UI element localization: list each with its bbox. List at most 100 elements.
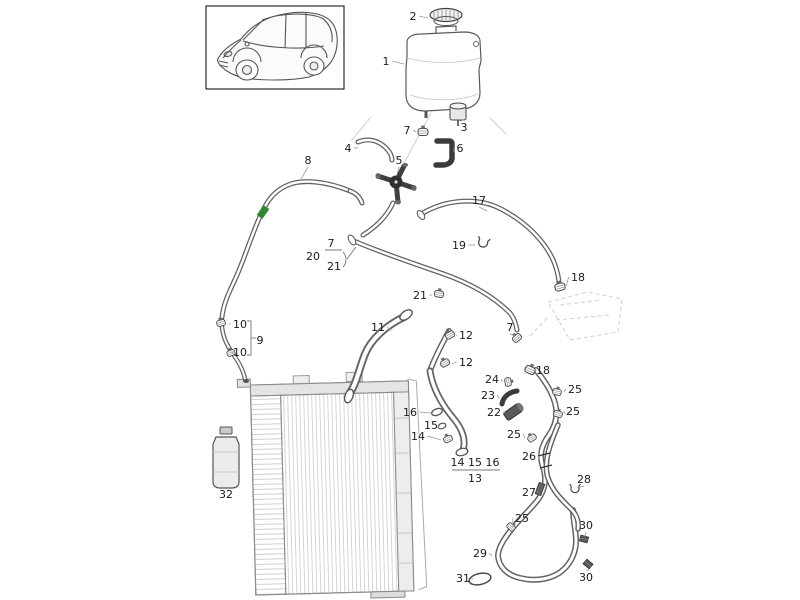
- part-label-11-18[interactable]: 11: [371, 321, 392, 334]
- part-number-text: 21: [413, 289, 427, 302]
- bracket-27[interactable]: [534, 481, 546, 497]
- part-number-text: 31: [456, 572, 470, 585]
- clamp-24[interactable]: [503, 376, 515, 388]
- leader-line: [437, 424, 441, 428]
- part-label-22-27[interactable]: 22: [487, 406, 506, 419]
- part-label-14-15-16-33[interactable]: 14 15 16: [451, 456, 500, 469]
- label-bracket-7-20-21: [325, 246, 357, 268]
- part-label-12-19[interactable]: 12: [456, 329, 473, 342]
- part-label-14-30[interactable]: 14: [411, 430, 442, 443]
- part-label-30-39[interactable]: 30: [579, 519, 593, 538]
- part-number-text: 14: [411, 430, 425, 443]
- part-label-9-16[interactable]: 9: [257, 334, 264, 347]
- leader-line: [412, 129, 417, 133]
- gasket-31[interactable]: [468, 571, 492, 586]
- clamp-7a[interactable]: [417, 125, 429, 137]
- part-number-text: 8: [305, 154, 312, 167]
- part-label-7-2[interactable]: 7: [404, 124, 417, 137]
- part-label-30-42[interactable]: 30: [579, 569, 593, 584]
- part-label-29-40[interactable]: 29: [473, 547, 493, 560]
- nut-30b[interactable]: [582, 558, 594, 570]
- clamp-25a[interactable]: [551, 385, 563, 397]
- part-number-text: 10: [233, 318, 247, 331]
- part-number-text: 7: [507, 321, 514, 334]
- highlighted-hose-8[interactable]: [219, 179, 365, 320]
- radiator-hose-11[interactable]: [343, 308, 414, 404]
- part-number-text: 17: [472, 194, 486, 207]
- part-label-8-7[interactable]: 8: [300, 154, 312, 180]
- expansion-tank[interactable]: [405, 25, 482, 118]
- part-label-10-15[interactable]: 10: [229, 318, 247, 331]
- part-label-25-38[interactable]: 25: [512, 512, 529, 528]
- part-label-20-11[interactable]: 20: [306, 250, 320, 263]
- reservoir-cap[interactable]: [429, 7, 463, 26]
- clamp-25c[interactable]: [524, 430, 538, 444]
- hose-8-sleeve: [256, 205, 270, 219]
- reservoir-bottle-32[interactable]: [212, 426, 240, 489]
- part-label-19-9[interactable]: 19: [452, 239, 475, 252]
- elbow-fitting-6[interactable]: [433, 138, 455, 168]
- part-label-21-12[interactable]: 21: [327, 260, 341, 273]
- part-number-text: 25: [568, 383, 582, 396]
- connector-22[interactable]: [503, 402, 525, 421]
- seal-ring-16[interactable]: [431, 407, 444, 417]
- part-label-17-8[interactable]: 17: [472, 194, 488, 212]
- part-label-23-24[interactable]: 23: [481, 389, 500, 402]
- leader-line: [427, 435, 442, 441]
- pipe-assembly-right[interactable]: [494, 367, 581, 583]
- part-label-16-26[interactable]: 16: [403, 406, 432, 419]
- part-label-15-29[interactable]: 15: [424, 419, 441, 432]
- part-label-2-0[interactable]: 2: [410, 10, 429, 23]
- pipe-26-flange: [537, 452, 553, 469]
- part-label-3-3[interactable]: 3: [459, 119, 468, 134]
- clamp-14[interactable]: [441, 431, 454, 444]
- part-label-13-34[interactable]: 13: [468, 472, 482, 485]
- part-label-4-4[interactable]: 4: [345, 142, 359, 155]
- hose-17[interactable]: [416, 198, 562, 287]
- part-label-27-35[interactable]: 27: [522, 486, 539, 499]
- part-label-21-14[interactable]: 21: [413, 289, 432, 302]
- part-number-text: 12: [459, 329, 473, 342]
- part-number-text: 29: [473, 547, 487, 560]
- clip-19[interactable]: [475, 235, 491, 250]
- clamp-18a[interactable]: [552, 279, 567, 293]
- leader-line: [522, 433, 526, 439]
- part-number-text: 6: [457, 142, 464, 155]
- part-number-text: 10: [233, 346, 247, 359]
- level-sensor[interactable]: [449, 102, 467, 126]
- part-label-5-6[interactable]: 5: [396, 154, 403, 175]
- ring-15[interactable]: [437, 422, 447, 430]
- part-label-7-10[interactable]: 7: [328, 237, 335, 250]
- part-label-24-23[interactable]: 24: [485, 373, 503, 386]
- leader-line: [565, 276, 570, 287]
- clamp-12b[interactable]: [437, 355, 451, 369]
- part-label-31-41[interactable]: 31: [456, 572, 473, 585]
- leader-line: [576, 485, 585, 489]
- elbow-23[interactable]: [499, 388, 520, 407]
- part-label-32-37[interactable]: 32: [219, 488, 233, 501]
- part-label-25-31[interactable]: 25: [507, 428, 526, 441]
- part-label-25-25[interactable]: 25: [563, 383, 582, 396]
- ghost-part-outline: [529, 291, 623, 341]
- part-label-26-32[interactable]: 26: [522, 450, 540, 463]
- distributor-junction-5[interactable]: [375, 163, 417, 205]
- part-label-7-20[interactable]: 7: [507, 321, 516, 337]
- clamp-21[interactable]: [433, 287, 445, 299]
- part-number-text: 2: [410, 10, 417, 23]
- part-number-text: 22: [487, 406, 501, 419]
- nut-30a[interactable]: [578, 534, 590, 544]
- part-label-28-36[interactable]: 28: [576, 473, 591, 489]
- middle-hose[interactable]: [347, 200, 520, 333]
- part-label-18-13[interactable]: 18: [565, 271, 585, 287]
- part-label-10-17[interactable]: 10: [230, 346, 247, 359]
- part-label-1-1[interactable]: 1: [383, 55, 405, 68]
- part-label-12-21[interactable]: 12: [451, 356, 473, 369]
- vent-hose-4[interactable]: [355, 137, 395, 163]
- part-label-6-5[interactable]: 6: [453, 142, 464, 155]
- part-label-25-28[interactable]: 25: [563, 405, 580, 418]
- clamp-10a[interactable]: [215, 316, 227, 328]
- part-label-18-22[interactable]: 18: [533, 364, 550, 377]
